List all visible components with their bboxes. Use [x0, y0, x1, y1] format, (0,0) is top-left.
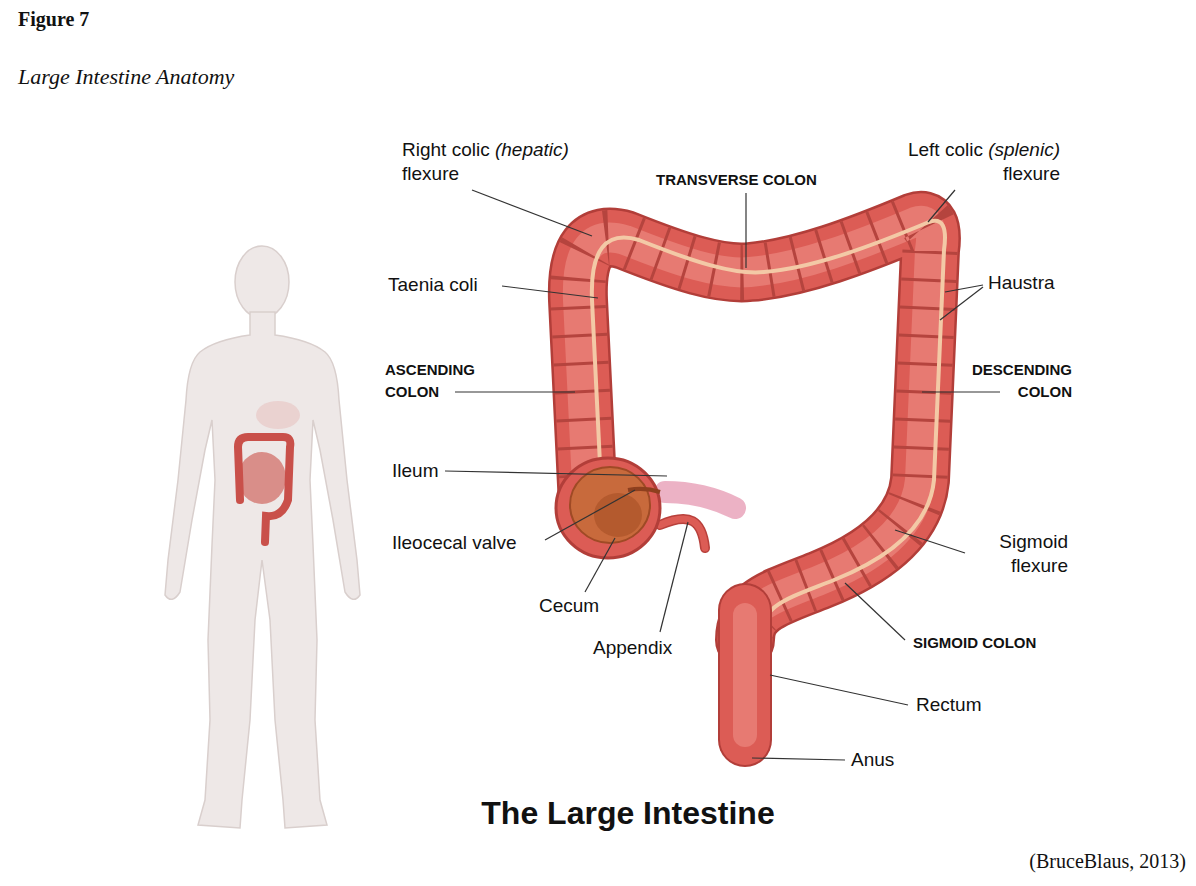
human-figure [165, 246, 360, 828]
leader-lines [445, 190, 1000, 760]
large-intestine [556, 221, 945, 740]
label-part: Left colic [908, 139, 988, 160]
region-label: SIGMOID COLON [913, 632, 1036, 654]
figure-number: Figure 7 [18, 6, 89, 32]
part-label: Ileum [392, 459, 438, 483]
part-label: Left colic (splenic) flexure [892, 138, 1060, 186]
part-label: Right colic (hepatic) flexure [402, 138, 570, 186]
label-part: (splenic) [988, 139, 1060, 160]
region-label: TRANSVERSE COLON [656, 169, 817, 191]
part-label: Cecum [539, 594, 599, 618]
part-label: Anus [851, 748, 894, 772]
part-label: Haustra [988, 271, 1055, 295]
part-label: Appendix [593, 636, 672, 660]
figure-title: Large Intestine Anatomy [18, 63, 234, 91]
figure-credit: (BruceBlaus, 2013) [966, 848, 1186, 874]
part-label: Sigmoid flexure [972, 530, 1068, 578]
part-label: Ileocecal valve [392, 531, 517, 555]
illustration-title: The Large Intestine [428, 793, 828, 833]
part-label: Taenia coli [388, 273, 478, 297]
label-part: Right colic [402, 139, 495, 160]
part-label: Rectum [916, 693, 981, 717]
region-label: DESCENDING COLON [944, 359, 1072, 403]
label-part: flexure [402, 163, 459, 184]
label-part: (hepatic) [495, 139, 569, 160]
region-label: ASCENDING COLON [385, 359, 507, 403]
label-part: flexure [1003, 163, 1060, 184]
